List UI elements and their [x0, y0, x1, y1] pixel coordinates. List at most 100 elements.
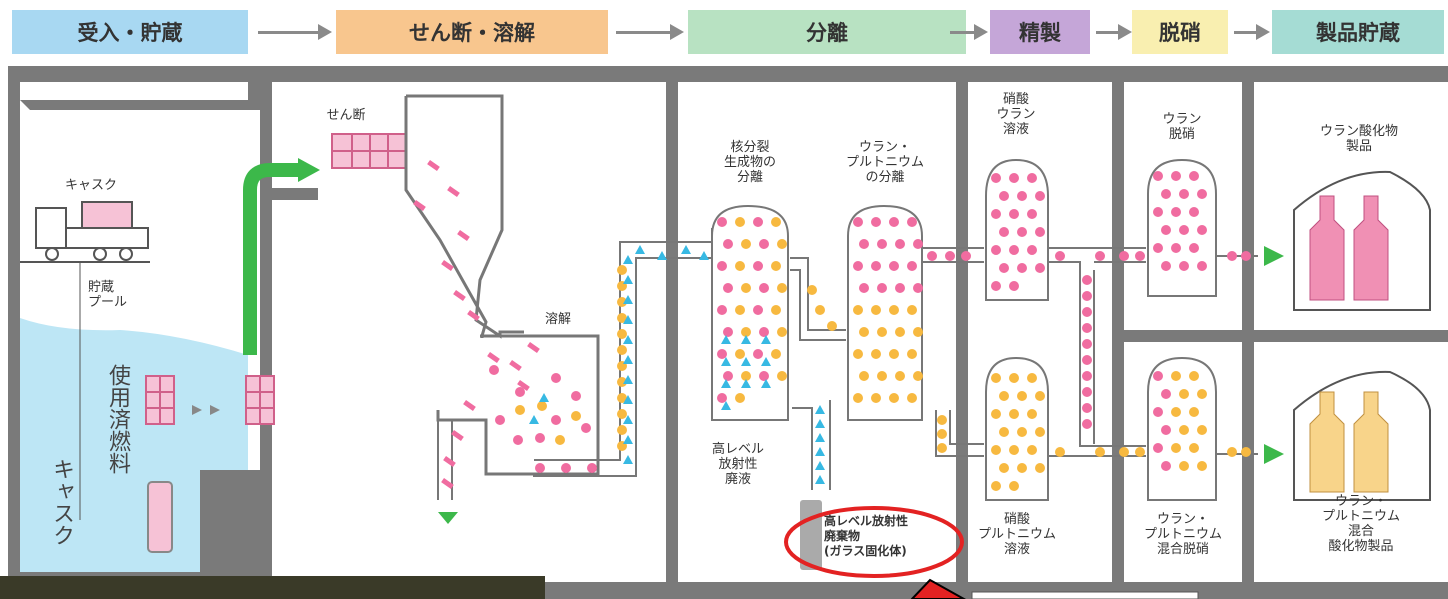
- particle: [551, 415, 561, 425]
- particle: [443, 456, 456, 467]
- denitration-pipe: [1048, 247, 1146, 457]
- particle: [657, 251, 667, 260]
- particle: [999, 227, 1009, 237]
- particle: [571, 391, 581, 401]
- particle: [1082, 275, 1092, 285]
- particle: [871, 349, 881, 359]
- lift-arrow-icon: [243, 163, 300, 355]
- particle: [617, 297, 627, 307]
- particle: [1135, 447, 1145, 457]
- particle: [753, 349, 763, 359]
- particle: [771, 217, 781, 227]
- particle: [761, 379, 771, 388]
- label-cask-top: キャスク: [64, 178, 117, 193]
- particle: [717, 305, 727, 315]
- particle: [1009, 445, 1019, 455]
- particle: [759, 327, 769, 337]
- stage-label: 脱硝: [1159, 21, 1201, 45]
- particle: [489, 365, 499, 375]
- particle: [761, 335, 771, 344]
- building-wall: [20, 82, 260, 110]
- particle: [877, 327, 887, 337]
- particle: [1153, 243, 1163, 253]
- particle: [527, 342, 540, 353]
- particle: [1027, 209, 1037, 219]
- label-storage-pool: 貯蔵 プール: [88, 280, 128, 310]
- particle: [1197, 461, 1207, 471]
- u-pu-column: [847, 204, 923, 421]
- particle: [1082, 355, 1092, 365]
- particle: [1009, 373, 1019, 383]
- particle: [723, 283, 733, 293]
- particle: [1027, 245, 1037, 255]
- particle: [1082, 387, 1092, 397]
- particle: [853, 349, 863, 359]
- particle: [1171, 171, 1181, 181]
- particle: [463, 400, 476, 411]
- particle: [777, 239, 787, 249]
- particle: [807, 285, 817, 295]
- particle: [771, 349, 781, 359]
- particle: [717, 349, 727, 359]
- particle: [539, 393, 549, 402]
- particle: [991, 281, 1001, 291]
- particle: [759, 283, 769, 293]
- particle: [453, 290, 466, 301]
- highlight-circle: [784, 506, 964, 578]
- particle: [1035, 391, 1045, 401]
- particle: [1189, 171, 1199, 181]
- particle: [1017, 427, 1027, 437]
- particle: [1153, 371, 1163, 381]
- particle: [1171, 207, 1181, 217]
- particle: [913, 283, 923, 293]
- blank-box: [971, 591, 1199, 599]
- particle: [1197, 425, 1207, 435]
- particle: [1171, 407, 1181, 417]
- particle: [515, 387, 525, 397]
- particle: [871, 393, 881, 403]
- particle: [877, 239, 887, 249]
- particle: [877, 371, 887, 381]
- particle: [623, 295, 633, 304]
- particle: [937, 443, 947, 453]
- label-dissolution: 溶解: [544, 312, 571, 327]
- particle: [1179, 189, 1189, 199]
- particle: [827, 321, 837, 331]
- room-purification: [968, 82, 1112, 582]
- pointer-arrow-icon: [910, 578, 967, 599]
- particle: [1179, 425, 1189, 435]
- particle: [771, 305, 781, 315]
- particle: [1227, 447, 1237, 457]
- particle: [555, 435, 565, 445]
- particle: [1082, 419, 1092, 429]
- particle: [1017, 391, 1027, 401]
- particle: [1009, 281, 1019, 291]
- particle: [1017, 463, 1027, 473]
- particle: [535, 463, 545, 473]
- output-arrow-icon: [1264, 444, 1284, 464]
- particle: [623, 435, 633, 444]
- particle: [735, 393, 745, 403]
- particle: [635, 245, 645, 254]
- particle: [753, 261, 763, 271]
- particle: [617, 313, 627, 323]
- particle: [999, 391, 1009, 401]
- stage-label: 製品貯蔵: [1316, 21, 1400, 45]
- particle: [721, 335, 731, 344]
- particle: [721, 401, 731, 410]
- particle: [1171, 371, 1181, 381]
- particle: [1009, 173, 1019, 183]
- particle: [991, 373, 1001, 383]
- particle: [587, 463, 597, 473]
- particle: [1153, 207, 1163, 217]
- particle: [741, 357, 751, 366]
- particle: [735, 349, 745, 359]
- particle: [723, 327, 733, 337]
- particle: [991, 173, 1001, 183]
- particle: [1189, 443, 1199, 453]
- particle: [999, 191, 1009, 201]
- particle: [999, 263, 1009, 273]
- particle: [1119, 447, 1129, 457]
- particle: [741, 327, 751, 337]
- material-particles: [413, 160, 1251, 491]
